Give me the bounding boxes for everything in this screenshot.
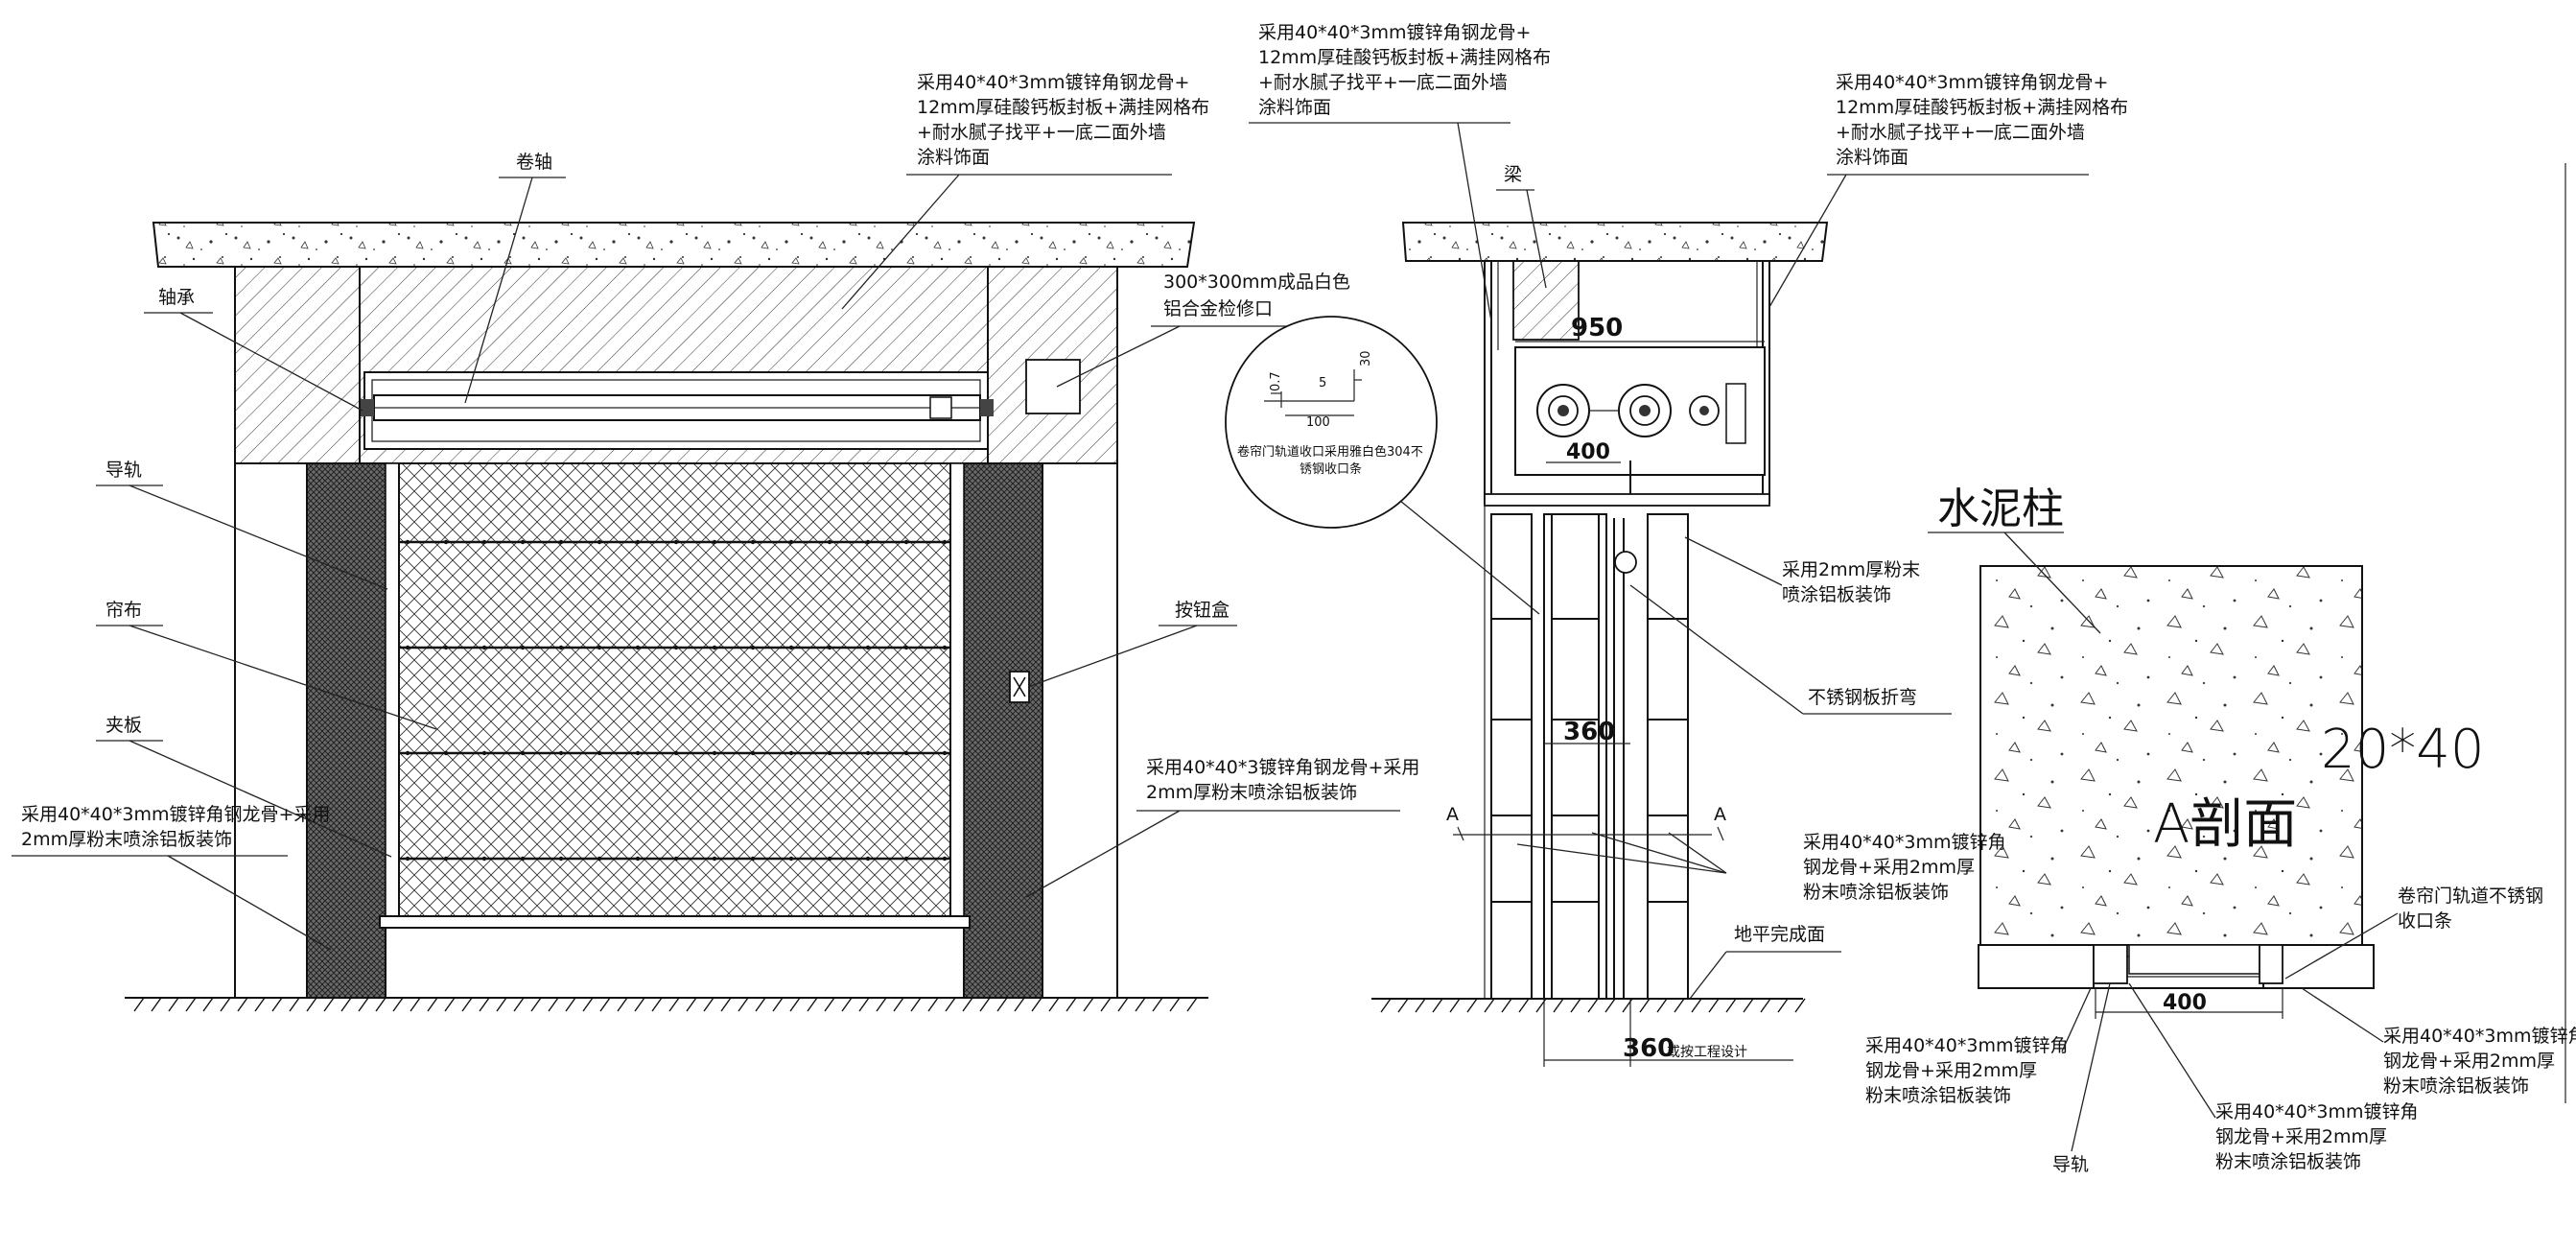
svg-text:涂料饰面: 涂料饰面 [1258, 97, 1331, 118]
elevation-right-note: 采用40*40*3镀锌角钢龙骨+采用 2mm厚粉末喷涂铝板装饰 [1025, 757, 1419, 898]
svg-text:12mm厚硅酸钙板封板+满挂网格布: 12mm厚硅酸钙板封板+满挂网格布 [917, 97, 1209, 118]
svg-text:300*300mm成品白色: 300*300mm成品白色 [1163, 272, 1350, 293]
plan-bottom-note: 采用40*40*3mm镀锌角 钢龙骨+采用2mm厚 粉末喷涂铝板装饰 [2128, 982, 2418, 1172]
svg-text:采用40*40*3mm镀锌角: 采用40*40*3mm镀锌角 [2215, 1101, 2418, 1122]
svg-text:涂料饰面: 涂料饰面 [917, 147, 990, 168]
dim-360: 360 [1563, 718, 1615, 746]
dim-400-plan: 400 [2163, 991, 2207, 1015]
svg-text:采用40*40*3mm镀锌角: 采用40*40*3mm镀锌角 [2383, 1026, 2576, 1047]
plan-column-label: 水泥柱 [1928, 484, 2101, 634]
plan-right-note: 采用40*40*3mm镀锌角 钢龙骨+采用2mm厚 粉末喷涂铝板装饰 [2301, 987, 2576, 1097]
svg-text:采用40*40*3mm镀锌角钢龙骨+: 采用40*40*3mm镀锌角钢龙骨+ [917, 72, 1189, 93]
svg-text:2mm厚粉末喷涂铝板装饰: 2mm厚粉末喷涂铝板装饰 [21, 829, 232, 850]
plan-overlay-dim: 20*40 [2321, 719, 2485, 781]
plan-section-title: A剖面 [2153, 793, 2297, 856]
section-frame-note: 采用40*40*3mm镀锌角 钢龙骨+采用2mm厚 粉末喷涂铝板装饰 [1516, 832, 2005, 903]
section-steel-fold: 不锈钢板折弯 [1629, 584, 1952, 715]
section-view: 950 400 360 A A 360 或按工程设计 [1371, 222, 1829, 1067]
svg-text:采用40*40*3镀锌角钢龙骨+采用: 采用40*40*3镀锌角钢龙骨+采用 [1146, 757, 1419, 778]
label-anniuhe: 按钮盒 [1175, 600, 1229, 621]
svg-text:收口条: 收口条 [2398, 910, 2452, 932]
svg-text:采用2mm厚粉末: 采用2mm厚粉末 [1782, 559, 1920, 580]
section-top-note-left: 采用40*40*3mm镀锌角钢龙骨+ 12mm厚硅酸钙板封板+满挂网格布 +耐水… [1249, 22, 1551, 322]
svg-text:水泥柱: 水泥柱 [1937, 484, 2064, 533]
svg-text:涂料饰面: 涂料饰面 [1836, 147, 1909, 168]
plan-left-note: 采用40*40*3mm镀锌角 钢龙骨+采用2mm厚 粉末喷涂铝板装饰 [1865, 987, 2092, 1106]
section-mark-right: A [1714, 804, 1726, 825]
svg-text:钢龙骨+采用2mm厚: 钢龙骨+采用2mm厚 [2383, 1051, 2555, 1072]
elevation-left-note: 采用40*40*3mm镀锌角钢龙骨+采用 2mm厚粉末喷涂铝板装饰 [12, 804, 332, 951]
detail-caption-1: 锈钢收口条 [1300, 461, 1362, 477]
label-jiaban: 夹板 [105, 715, 142, 736]
label-juanzhou: 卷轴 [516, 152, 552, 173]
svg-text:导轨: 导轨 [2052, 1154, 2089, 1175]
svg-text:地平完成面: 地平完成面 [1734, 924, 1825, 945]
detail-dim-0: 0.7 [1269, 371, 1283, 391]
svg-text:喷涂铝板装饰: 喷涂铝板装饰 [1782, 584, 1891, 605]
elevation-view [125, 222, 1208, 1012]
dim-360-bottom: 360 [1623, 1034, 1674, 1063]
svg-text:2mm厚粉末喷涂铝板装饰: 2mm厚粉末喷涂铝板装饰 [1146, 782, 1357, 803]
svg-text:+耐水腻子找平+一底二面外墙: +耐水腻子找平+一底二面外墙 [1836, 122, 2085, 143]
svg-text:采用40*40*3mm镀锌角: 采用40*40*3mm镀锌角 [1865, 1035, 2068, 1056]
detail-dim-1: 5 [1319, 376, 1326, 390]
svg-text:粉末喷涂铝板装饰: 粉末喷涂铝板装饰 [2215, 1151, 2361, 1172]
svg-text:钢龙骨+采用2mm厚: 钢龙骨+采用2mm厚 [1865, 1060, 2037, 1081]
detail-dim-2: 30 [1359, 350, 1373, 366]
elevation-hatch-note: 300*300mm成品白色 铝合金检修口 [1056, 272, 1350, 388]
svg-text:12mm厚硅酸钙板封板+满挂网格布: 12mm厚硅酸钙板封板+满挂网格布 [1836, 97, 2128, 118]
plan-view: 400 [1978, 565, 2375, 1019]
svg-text:钢龙骨+采用2mm厚: 钢龙骨+采用2mm厚 [1803, 857, 1975, 878]
plan-track-strip: 卷帘门轨道不锈钢 收口条 [2284, 886, 2543, 980]
section-al-panel-note: 采用2mm厚粉末 喷涂铝板装饰 [1684, 536, 1920, 605]
svg-text:采用40*40*3mm镀锌角钢龙骨+采用: 采用40*40*3mm镀锌角钢龙骨+采用 [21, 804, 330, 825]
svg-text:采用40*40*3mm镀锌角钢龙骨+: 采用40*40*3mm镀锌角钢龙骨+ [1258, 22, 1531, 43]
svg-text:粉末喷涂铝板装饰: 粉末喷涂铝板装饰 [1803, 882, 1949, 903]
plan-guide-rail: 导轨 [2052, 982, 2111, 1175]
label-lianbu: 帘布 [105, 600, 142, 621]
svg-text:粉末喷涂铝板装饰: 粉末喷涂铝板装饰 [2383, 1075, 2529, 1097]
svg-text:+耐水腻子找平+一底二面外墙: +耐水腻子找平+一底二面外墙 [917, 122, 1166, 143]
detail-caption-0: 卷帘门轨道收口采用雅白色304不 [1237, 444, 1423, 460]
svg-text:采用40*40*3mm镀锌角: 采用40*40*3mm镀锌角 [1803, 832, 2005, 853]
svg-text:12mm厚硅酸钙板封板+满挂网格布: 12mm厚硅酸钙板封板+满挂网格布 [1258, 47, 1551, 68]
svg-text:+耐水腻子找平+一底二面外墙: +耐水腻子找平+一底二面外墙 [1258, 72, 1508, 93]
label-zhoucheng: 轴承 [158, 287, 195, 308]
svg-text:铝合金检修口: 铝合金检修口 [1163, 298, 1273, 319]
label-daogui: 导轨 [105, 460, 142, 481]
section-top-note-right: 采用40*40*3mm镀锌角钢龙骨+ 12mm厚硅酸钙板封板+满挂网格布 +耐水… [1768, 72, 2128, 308]
detail-callout: 0.7 5 30 100 卷帘门轨道收口采用雅白色304不 锈钢收口条 [1225, 316, 1540, 615]
label-beam: 梁 [1504, 164, 1522, 185]
dim-400-section: 400 [1566, 440, 1610, 464]
section-mark-left: A [1446, 804, 1459, 825]
svg-text:卷帘门轨道不锈钢: 卷帘门轨道不锈钢 [2398, 886, 2543, 907]
svg-text:不锈钢板折弯: 不锈钢板折弯 [1808, 687, 1917, 708]
svg-text:钢龙骨+采用2mm厚: 钢龙骨+采用2mm厚 [2215, 1126, 2387, 1147]
section-floor-finish: 地平完成面 [1689, 924, 1841, 1000]
elevation-top-note: 采用40*40*3mm镀锌角钢龙骨+ 12mm厚硅酸钙板封板+满挂网格布 +耐水… [841, 72, 1209, 310]
dim-360-note: 或按工程设计 [1667, 1045, 1747, 1060]
svg-text:粉末喷涂铝板装饰: 粉末喷涂铝板装饰 [1865, 1085, 2011, 1106]
detail-dim-3: 100 [1306, 415, 1330, 430]
svg-text:采用40*40*3mm镀锌角钢龙骨+: 采用40*40*3mm镀锌角钢龙骨+ [1836, 72, 2108, 93]
dim-950: 950 [1571, 314, 1623, 343]
